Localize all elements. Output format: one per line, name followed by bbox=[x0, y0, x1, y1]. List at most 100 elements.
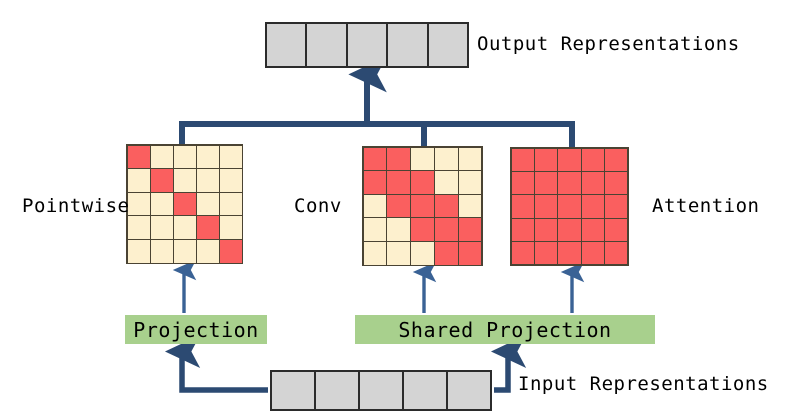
matrix-cell bbox=[433, 240, 459, 266]
matrix-cell bbox=[386, 240, 412, 266]
matrix-cell bbox=[386, 217, 412, 242]
matrix-cell bbox=[510, 217, 535, 243]
output-token-cell bbox=[348, 24, 389, 66]
matrix-cell bbox=[533, 217, 559, 243]
output-token-cell bbox=[267, 24, 308, 66]
matrix-cell bbox=[457, 217, 483, 242]
matrix-cell bbox=[604, 147, 629, 172]
matrix-conv-label: Conv bbox=[294, 195, 342, 217]
matrix-cell bbox=[410, 146, 435, 172]
matrix-cell bbox=[580, 194, 606, 219]
matrix-cell bbox=[410, 240, 435, 266]
matrix-cell bbox=[604, 217, 629, 243]
matrix-cell bbox=[362, 170, 388, 195]
matrix-cell bbox=[604, 194, 629, 219]
matrix-cell bbox=[218, 144, 243, 170]
matrix-cell bbox=[126, 238, 151, 264]
matrix-cell bbox=[149, 215, 174, 240]
matrix-cell bbox=[218, 238, 243, 264]
matrix-cell bbox=[510, 147, 535, 172]
matrix-cell bbox=[195, 215, 220, 240]
matrix-cell bbox=[172, 238, 197, 264]
matrix-cell bbox=[149, 191, 174, 217]
matrix-cell bbox=[362, 193, 388, 219]
matrix-cell bbox=[433, 146, 459, 172]
matrix-attention-label: Attention bbox=[652, 195, 760, 217]
shared-projection-box: Shared Projection bbox=[355, 315, 655, 344]
matrix-conv bbox=[362, 146, 483, 266]
matrix-cell bbox=[172, 191, 197, 217]
matrix-cell bbox=[604, 241, 629, 266]
matrix-cell bbox=[510, 241, 535, 266]
connector-input-to-shared-projection bbox=[490, 334, 527, 393]
matrix-cell bbox=[557, 217, 582, 243]
matrix-cell bbox=[172, 144, 197, 170]
matrix-cell bbox=[433, 217, 459, 242]
matrix-cell bbox=[533, 147, 559, 172]
input-token-cell bbox=[404, 372, 448, 409]
matrix-cell bbox=[126, 215, 151, 240]
matrix-cell bbox=[580, 241, 606, 266]
output-token-cell bbox=[307, 24, 348, 66]
input-representations-label: Input Representations bbox=[518, 373, 769, 395]
matrix-cell bbox=[433, 193, 459, 219]
matrix-cell bbox=[510, 194, 535, 219]
matrix-cell bbox=[533, 170, 559, 196]
input-token-cell bbox=[448, 372, 490, 409]
matrix-pointwise bbox=[126, 144, 243, 264]
matrix-cell bbox=[533, 241, 559, 266]
matrix-cell bbox=[457, 240, 483, 266]
matrix-cell bbox=[410, 170, 435, 195]
connector-input-to-projection bbox=[164, 334, 268, 393]
input-token-cell bbox=[360, 372, 404, 409]
matrix-cell bbox=[195, 168, 220, 193]
matrix-cell bbox=[172, 215, 197, 240]
matrix-cell bbox=[149, 144, 174, 170]
matrix-cell bbox=[580, 147, 606, 172]
matrix-cell bbox=[386, 170, 412, 195]
matrix-cell bbox=[410, 193, 435, 219]
matrix-cell bbox=[195, 238, 220, 264]
matrix-cell bbox=[457, 170, 483, 195]
matrix-cell bbox=[362, 240, 388, 266]
input-token-cell bbox=[272, 372, 316, 409]
matrix-cell bbox=[510, 170, 535, 196]
matrix-cell bbox=[149, 238, 174, 264]
output-token-cell bbox=[429, 24, 467, 66]
output-representations-label: Output Representations bbox=[477, 33, 740, 55]
matrix-cell bbox=[457, 146, 483, 172]
output-token-cell bbox=[388, 24, 429, 66]
matrix-cell bbox=[218, 168, 243, 193]
matrix-cell bbox=[433, 170, 459, 195]
matrix-cell bbox=[457, 193, 483, 219]
matrix-cell bbox=[386, 146, 412, 172]
input-representations-row bbox=[270, 370, 492, 411]
output-representations-row bbox=[265, 22, 469, 68]
matrix-cell bbox=[172, 168, 197, 193]
matrix-cell bbox=[533, 194, 559, 219]
matrix-cell bbox=[218, 191, 243, 217]
projection-box: Projection bbox=[125, 315, 267, 344]
matrix-cell bbox=[604, 170, 629, 196]
matrix-cell bbox=[362, 146, 388, 172]
matrix-cell bbox=[126, 168, 151, 193]
matrix-cell bbox=[386, 193, 412, 219]
matrix-attention bbox=[510, 147, 629, 266]
matrix-cell bbox=[149, 168, 174, 193]
input-token-cell bbox=[316, 372, 360, 409]
matrix-cell bbox=[195, 191, 220, 217]
matrix-cell bbox=[557, 147, 582, 172]
matrix-cell bbox=[557, 170, 582, 196]
matrix-cell bbox=[580, 170, 606, 196]
matrix-cell bbox=[557, 241, 582, 266]
matrix-cell bbox=[557, 194, 582, 219]
matrix-cell bbox=[218, 215, 243, 240]
matrix-cell bbox=[126, 191, 151, 217]
matrix-cell bbox=[580, 217, 606, 243]
matrix-pointwise-label: Pointwise bbox=[22, 195, 130, 217]
matrix-cell bbox=[410, 217, 435, 242]
matrix-cell bbox=[362, 217, 388, 242]
matrix-cell bbox=[126, 144, 151, 170]
